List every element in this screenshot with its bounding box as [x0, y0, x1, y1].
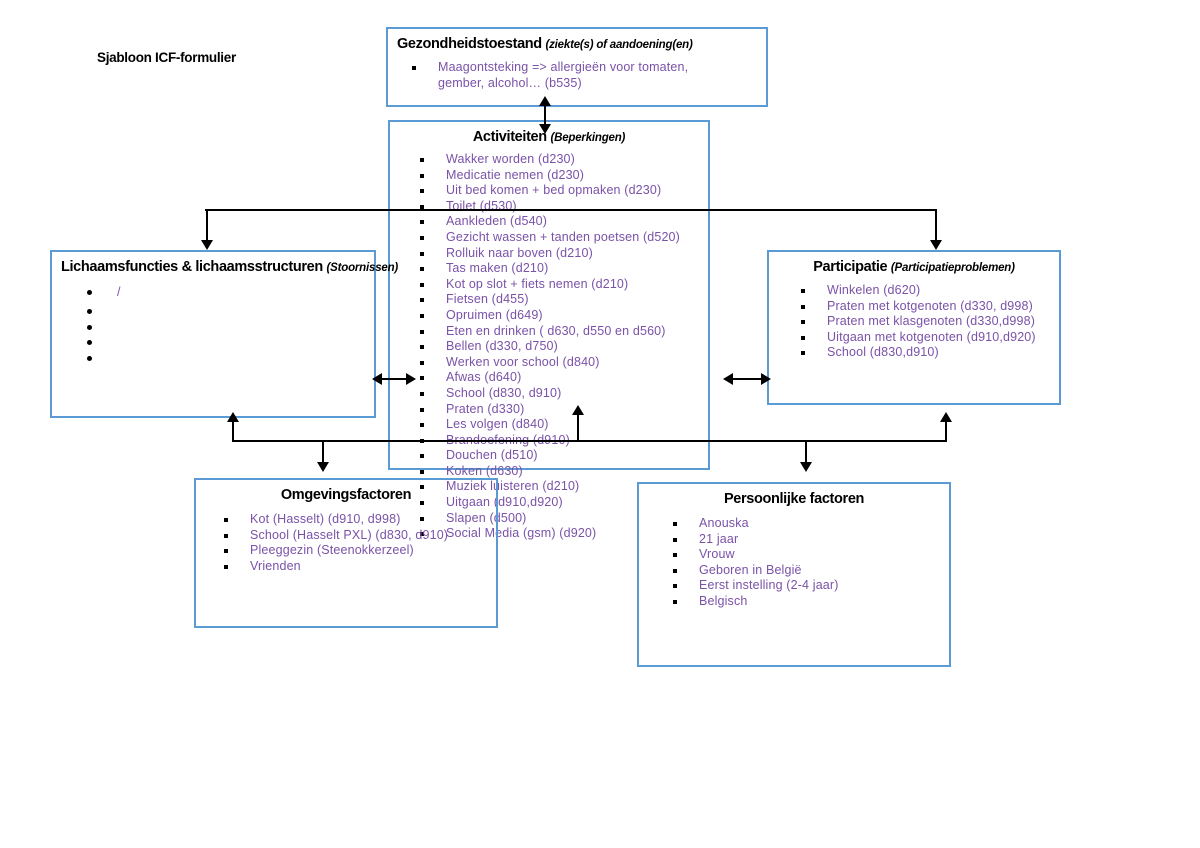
list-item: Uitgaan (d910,d920) — [420, 495, 708, 511]
box-participation-subtitle: (Participatieproblemen) — [890, 262, 1015, 274]
arrow-down-to-activities — [539, 124, 551, 134]
box-activities-list: Wakker worden (d230) Medicatie nemen (d2… — [390, 152, 708, 542]
list-item — [87, 349, 374, 365]
arrow-up-to-health-condition — [539, 96, 551, 106]
list-item: Toilet (d530) — [420, 199, 708, 215]
arrow-down-to-environmental-factors — [317, 462, 329, 472]
list-item: Fietsen (d455) — [420, 292, 708, 308]
lower-rail-activities-stem — [577, 412, 579, 442]
list-item — [87, 333, 374, 349]
list-item: Kot op slot + fiets nemen (d210) — [420, 277, 708, 293]
list-item: Uitgaan met kotgenoten (d910,d920) — [801, 330, 1059, 346]
arrow-left-to-body-functions — [372, 373, 382, 385]
list-item — [87, 302, 374, 318]
list-item: Uit bed komen + bed opmaken (d230) — [420, 183, 708, 199]
arrow-down-to-participation — [930, 240, 942, 250]
list-item: Vrienden — [224, 559, 496, 575]
list-item: Afwas (d640) — [420, 370, 708, 386]
lower-rail-left-up-stem — [232, 420, 234, 442]
list-item: Kot (Hasselt) (d910, d998) — [224, 512, 496, 528]
list-item: Praten (d330) — [420, 402, 708, 418]
list-item: Slapen (d500) — [420, 511, 708, 527]
list-item: Werken voor school (d840) — [420, 355, 708, 371]
lower-rail-line — [232, 440, 946, 442]
arrow-down-to-body-functions — [201, 240, 213, 250]
lower-rail-omgeving-stem — [322, 441, 324, 469]
arrow-right-to-participation — [761, 373, 771, 385]
arrow-right-to-activities — [406, 373, 416, 385]
box-health-condition: Gezondheidstoestand (ziekte(s) of aandoe… — [386, 27, 768, 107]
list-item: Eerst instelling (2-4 jaar) — [673, 578, 949, 594]
list-item: Wakker worden (d230) — [420, 152, 708, 168]
health-activities-connector-line — [544, 103, 546, 127]
list-item: 21 jaar — [673, 532, 949, 548]
lower-rail-right-up-stem — [945, 420, 947, 442]
upper-rail-left-stem — [206, 210, 208, 248]
box-health-condition-subtitle: (ziekte(s) of aandoening(en) — [545, 39, 693, 51]
list-item: Les volgen (d840) — [420, 417, 708, 433]
arrow-down-to-personal-factors — [800, 462, 812, 472]
list-item: Opruimen (d649) — [420, 308, 708, 324]
list-item: Medicatie nemen (d230) — [420, 168, 708, 184]
list-item: Rolluik naar boven (d210) — [420, 246, 708, 262]
list-item: Praten met klasgenoten (d330,d998) — [801, 314, 1059, 330]
list-item: Winkelen (d620) — [801, 283, 1059, 299]
box-body-functions-subtitle: (Stoornissen) — [326, 262, 399, 274]
list-item: Geboren in België — [673, 563, 949, 579]
list-item: School (Hasselt PXL) (d830, d910) — [224, 528, 496, 544]
box-body-functions-list: / — [52, 283, 374, 364]
activities-participation-connector-line — [729, 378, 765, 380]
list-item: Praten met kotgenoten (d330, d998) — [801, 299, 1059, 315]
upper-rail-right-stem — [935, 210, 937, 248]
box-activities-title-main: Activiteiten — [472, 129, 547, 145]
box-participation: Participatie (Participatieproblemen) Win… — [767, 250, 1061, 405]
box-health-condition-list: Maagontsteking => allergieën voor tomate… — [388, 60, 766, 91]
list-item: Koken (d630) — [420, 464, 708, 480]
arrow-up-to-participation — [940, 412, 952, 422]
upper-rail-line — [205, 209, 937, 211]
list-item: Social Media (gsm) (d920) — [420, 526, 708, 542]
list-item — [87, 318, 374, 334]
box-personal-factors-title-main: Persoonlijke factoren — [723, 491, 865, 507]
list-item: Maagontsteking => allergieën voor tomate… — [412, 60, 708, 91]
box-participation-title: Participatie (Participatieproblemen) — [769, 259, 1059, 275]
list-item: Tas maken (d210) — [420, 261, 708, 277]
box-environmental-factors-title: Omgevingsfactoren — [196, 487, 496, 503]
box-health-condition-title-main: Gezondheidstoestand — [397, 36, 542, 52]
box-body-functions-title-main: Lichaamsfuncties & lichaamsstructuren — [61, 259, 323, 275]
arrow-left-to-activities — [723, 373, 733, 385]
list-item: School (d830, d910) — [420, 386, 708, 402]
box-health-condition-title: Gezondheidstoestand (ziekte(s) of aandoe… — [388, 36, 766, 52]
list-item: School (d830,d910) — [801, 345, 1059, 361]
box-environmental-factors: Omgevingsfactoren Kot (Hasselt) (d910, d… — [194, 478, 498, 628]
list-item: Douchen (d510) — [420, 448, 708, 464]
box-personal-factors-list: Anouska 21 jaar Vrouw Geboren in België … — [639, 516, 949, 610]
lower-rail-personal-stem — [805, 441, 807, 469]
list-item: Pleeggezin (Steenokkerzeel) — [224, 543, 496, 559]
list-item: Bellen (d330, d750) — [420, 339, 708, 355]
list-item: Vrouw — [673, 547, 949, 563]
list-item: Gezicht wassen + tanden poetsen (d520) — [420, 230, 708, 246]
box-activities: Activiteiten (Beperkingen) Wakker worden… — [388, 120, 710, 540]
list-item: Belgisch — [673, 594, 949, 610]
list-item: Aankleden (d540) — [420, 214, 708, 230]
page-title: Sjabloon ICF-formulier — [97, 50, 236, 65]
box-activities-title: Activiteiten (Beperkingen) — [390, 129, 708, 145]
arrow-up-to-body-functions — [227, 412, 239, 422]
box-participation-list: Winkelen (d620) Praten met kotgenoten (d… — [769, 283, 1059, 361]
list-item: Anouska — [673, 516, 949, 532]
box-body-functions: Lichaamsfuncties & lichaamsstructuren (S… — [50, 250, 398, 418]
box-activities-subtitle: (Beperkingen) — [550, 132, 626, 144]
list-item: / — [87, 283, 374, 302]
box-body-functions-title: Lichaamsfuncties & lichaamsstructuren (S… — [52, 259, 398, 275]
arrow-up-to-activities — [572, 405, 584, 415]
list-item: Muziek luisteren (d210) — [420, 479, 708, 495]
list-item: Eten en drinken ( d630, d550 en d560) — [420, 324, 708, 340]
box-personal-factors: Persoonlijke factoren Anouska 21 jaar Vr… — [637, 482, 951, 667]
box-personal-factors-title: Persoonlijke factoren — [639, 491, 949, 507]
box-environmental-factors-list: Kot (Hasselt) (d910, d998) School (Hasse… — [196, 512, 496, 574]
box-environmental-factors-title-main: Omgevingsfactoren — [280, 487, 412, 503]
box-participation-title-main: Participatie — [813, 259, 888, 275]
body-activities-connector-line — [378, 378, 410, 380]
